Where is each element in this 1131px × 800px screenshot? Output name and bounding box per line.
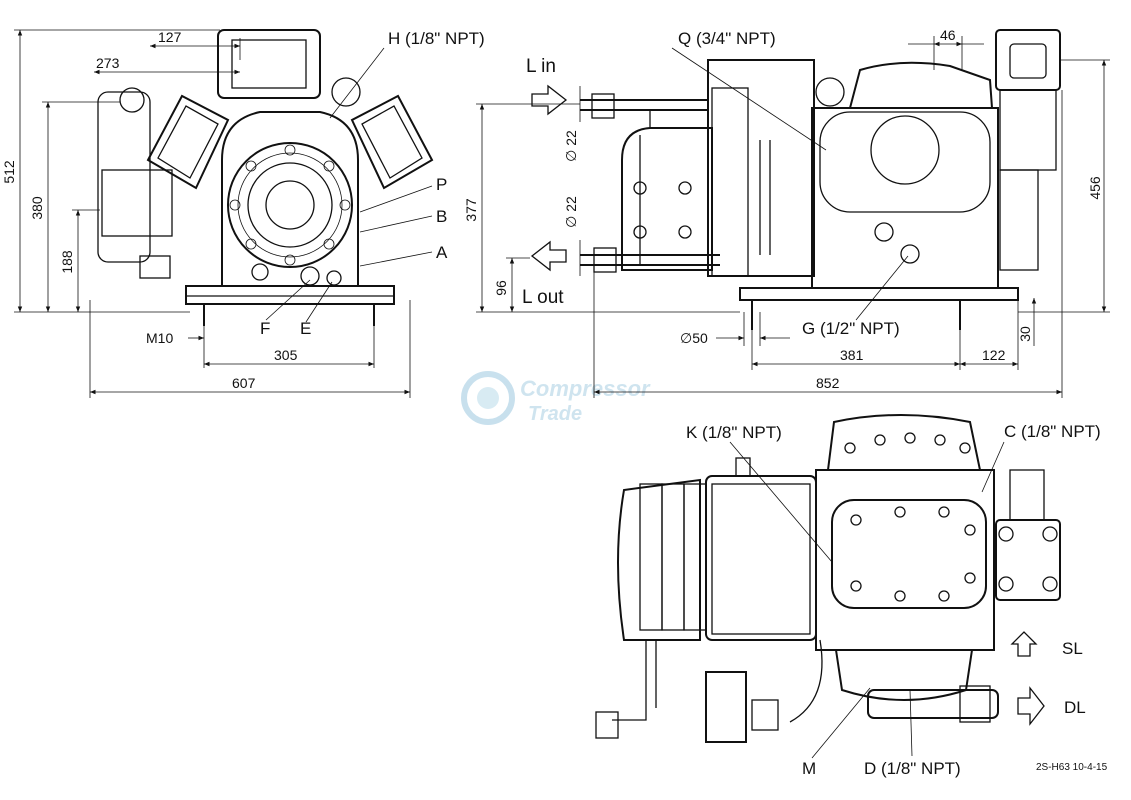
dim-m10: M10 xyxy=(146,330,173,346)
dim-22b: ∅ 22 xyxy=(563,196,579,228)
dim-127: 127 xyxy=(158,29,182,45)
dim-305: 305 xyxy=(274,347,298,363)
front-view xyxy=(97,29,434,326)
label-l-out: L out xyxy=(522,287,564,308)
label-f: F xyxy=(260,319,270,338)
drawing-code: 2S-H63 10-4-15 xyxy=(1036,762,1108,773)
dim-607: 607 xyxy=(232,375,256,391)
label-d: D (1/8" NPT) xyxy=(864,759,961,778)
dim-852: 852 xyxy=(816,375,840,391)
watermark: Compressor Trade xyxy=(461,371,651,425)
label-dl: DL xyxy=(1064,698,1086,717)
label-a: A xyxy=(436,243,448,262)
dim-456: 456 xyxy=(1087,176,1103,200)
watermark-logo-icon xyxy=(461,371,515,425)
top-view xyxy=(595,414,1061,743)
label-p: P xyxy=(436,175,447,194)
dim-381: 381 xyxy=(840,347,864,363)
label-m: M xyxy=(802,759,816,778)
side-view xyxy=(580,29,1061,330)
dim-96: 96 xyxy=(493,280,509,296)
flow-arrows xyxy=(530,84,1045,726)
dim-377: 377 xyxy=(463,198,479,222)
dim-30: 30 xyxy=(1017,326,1033,342)
label-sl: SL xyxy=(1062,639,1083,658)
suction-out-arrow-icon xyxy=(530,240,567,272)
sl-arrow-icon xyxy=(1010,631,1038,657)
watermark-line2: Trade xyxy=(528,403,582,425)
label-q: Q (3/4" NPT) xyxy=(678,29,776,48)
leader-lines xyxy=(265,47,1005,759)
dim-122: 122 xyxy=(982,347,1006,363)
dim-46: 46 xyxy=(940,27,956,43)
labels: H (1/8" NPT) Q (3/4" NPT) L in L out P B… xyxy=(260,29,1101,778)
label-e: E xyxy=(300,319,311,338)
dim-380: 380 xyxy=(29,196,45,220)
label-k: K (1/8" NPT) xyxy=(686,423,782,442)
dim-188: 188 xyxy=(59,250,75,274)
dl-arrow-icon xyxy=(1017,686,1045,726)
dim-50: ∅50 xyxy=(680,330,708,346)
dim-22a: ∅ 22 xyxy=(563,130,579,162)
label-l-in: L in xyxy=(526,56,556,77)
label-g: G (1/2" NPT) xyxy=(802,319,900,338)
dim-273: 273 xyxy=(96,55,120,71)
suction-in-arrow-icon xyxy=(531,84,568,116)
watermark-line1: Compressor xyxy=(520,376,651,401)
dimension-lines xyxy=(14,29,1110,398)
label-c: C (1/8" NPT) xyxy=(1004,422,1101,441)
label-b: B xyxy=(436,207,447,226)
dim-512: 512 xyxy=(1,160,17,184)
label-h: H (1/8" NPT) xyxy=(388,29,485,48)
dimension-values: 512 380 188 127 273 M10 305 607 377 96 ∅… xyxy=(1,27,1103,391)
